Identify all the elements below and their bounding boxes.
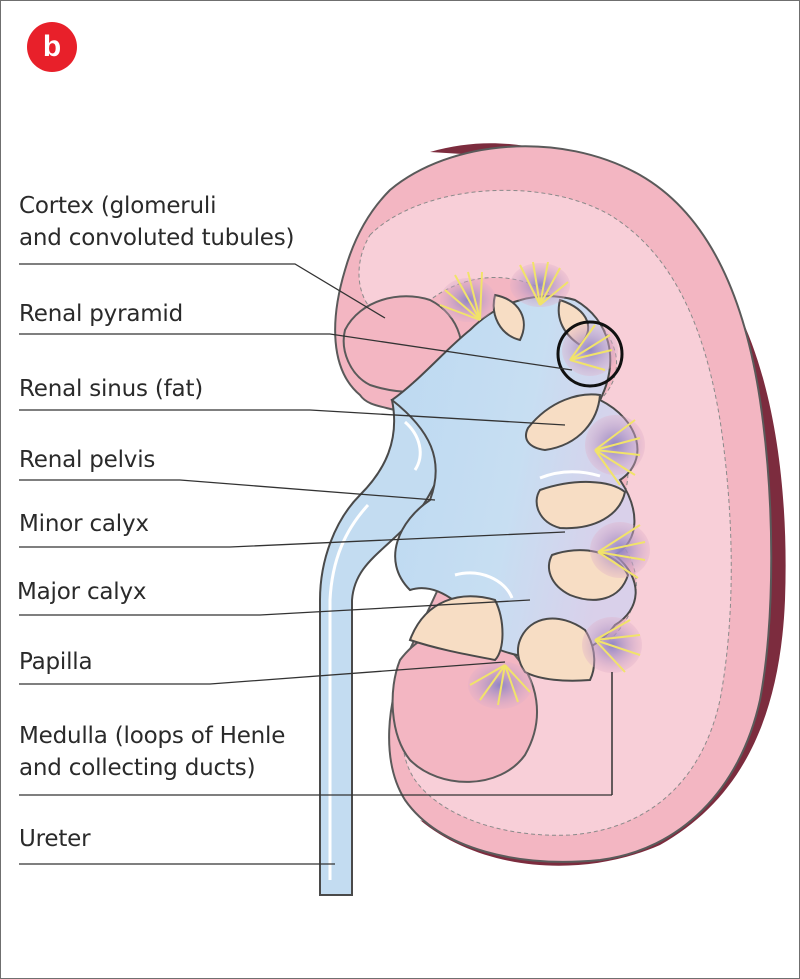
pyramid-top xyxy=(510,261,570,307)
highlights xyxy=(403,420,601,599)
label-cortex-line2: and convoluted tubules) xyxy=(19,225,295,251)
pyramid-top-left xyxy=(439,271,496,322)
magnified-region-circle xyxy=(556,320,624,388)
pyramid-bottom xyxy=(468,661,532,709)
label-cortex-line1: Cortex (glomeruli xyxy=(19,193,217,219)
label-papilla: Papilla xyxy=(19,649,93,675)
label-medulla-line1: Medulla (loops of Henle xyxy=(19,723,286,749)
label-cortex: Cortex (glomeruli and convoluted tubules… xyxy=(19,190,294,254)
renal-pyramids xyxy=(439,261,650,709)
pyramid-right-1 xyxy=(585,415,645,486)
label-major-calyx: Major calyx xyxy=(17,579,147,605)
label-renal-sinus: Renal sinus (fat) xyxy=(19,376,204,402)
label-renal-pyramid: Renal pyramid xyxy=(19,301,184,327)
pyramid-right-3 xyxy=(582,617,642,673)
label-minor-calyx: Minor calyx xyxy=(19,511,149,537)
pyramid-circled xyxy=(562,324,618,376)
label-medulla-line2: and collecting ducts) xyxy=(19,755,256,781)
pyramid-right-2 xyxy=(590,522,650,579)
label-ureter: Ureter xyxy=(19,826,91,852)
label-renal-pelvis: Renal pelvis xyxy=(19,447,156,473)
label-medulla: Medulla (loops of Henle and collecting d… xyxy=(19,720,285,784)
leader-lines xyxy=(19,263,612,865)
panel-badge: b xyxy=(27,22,77,72)
